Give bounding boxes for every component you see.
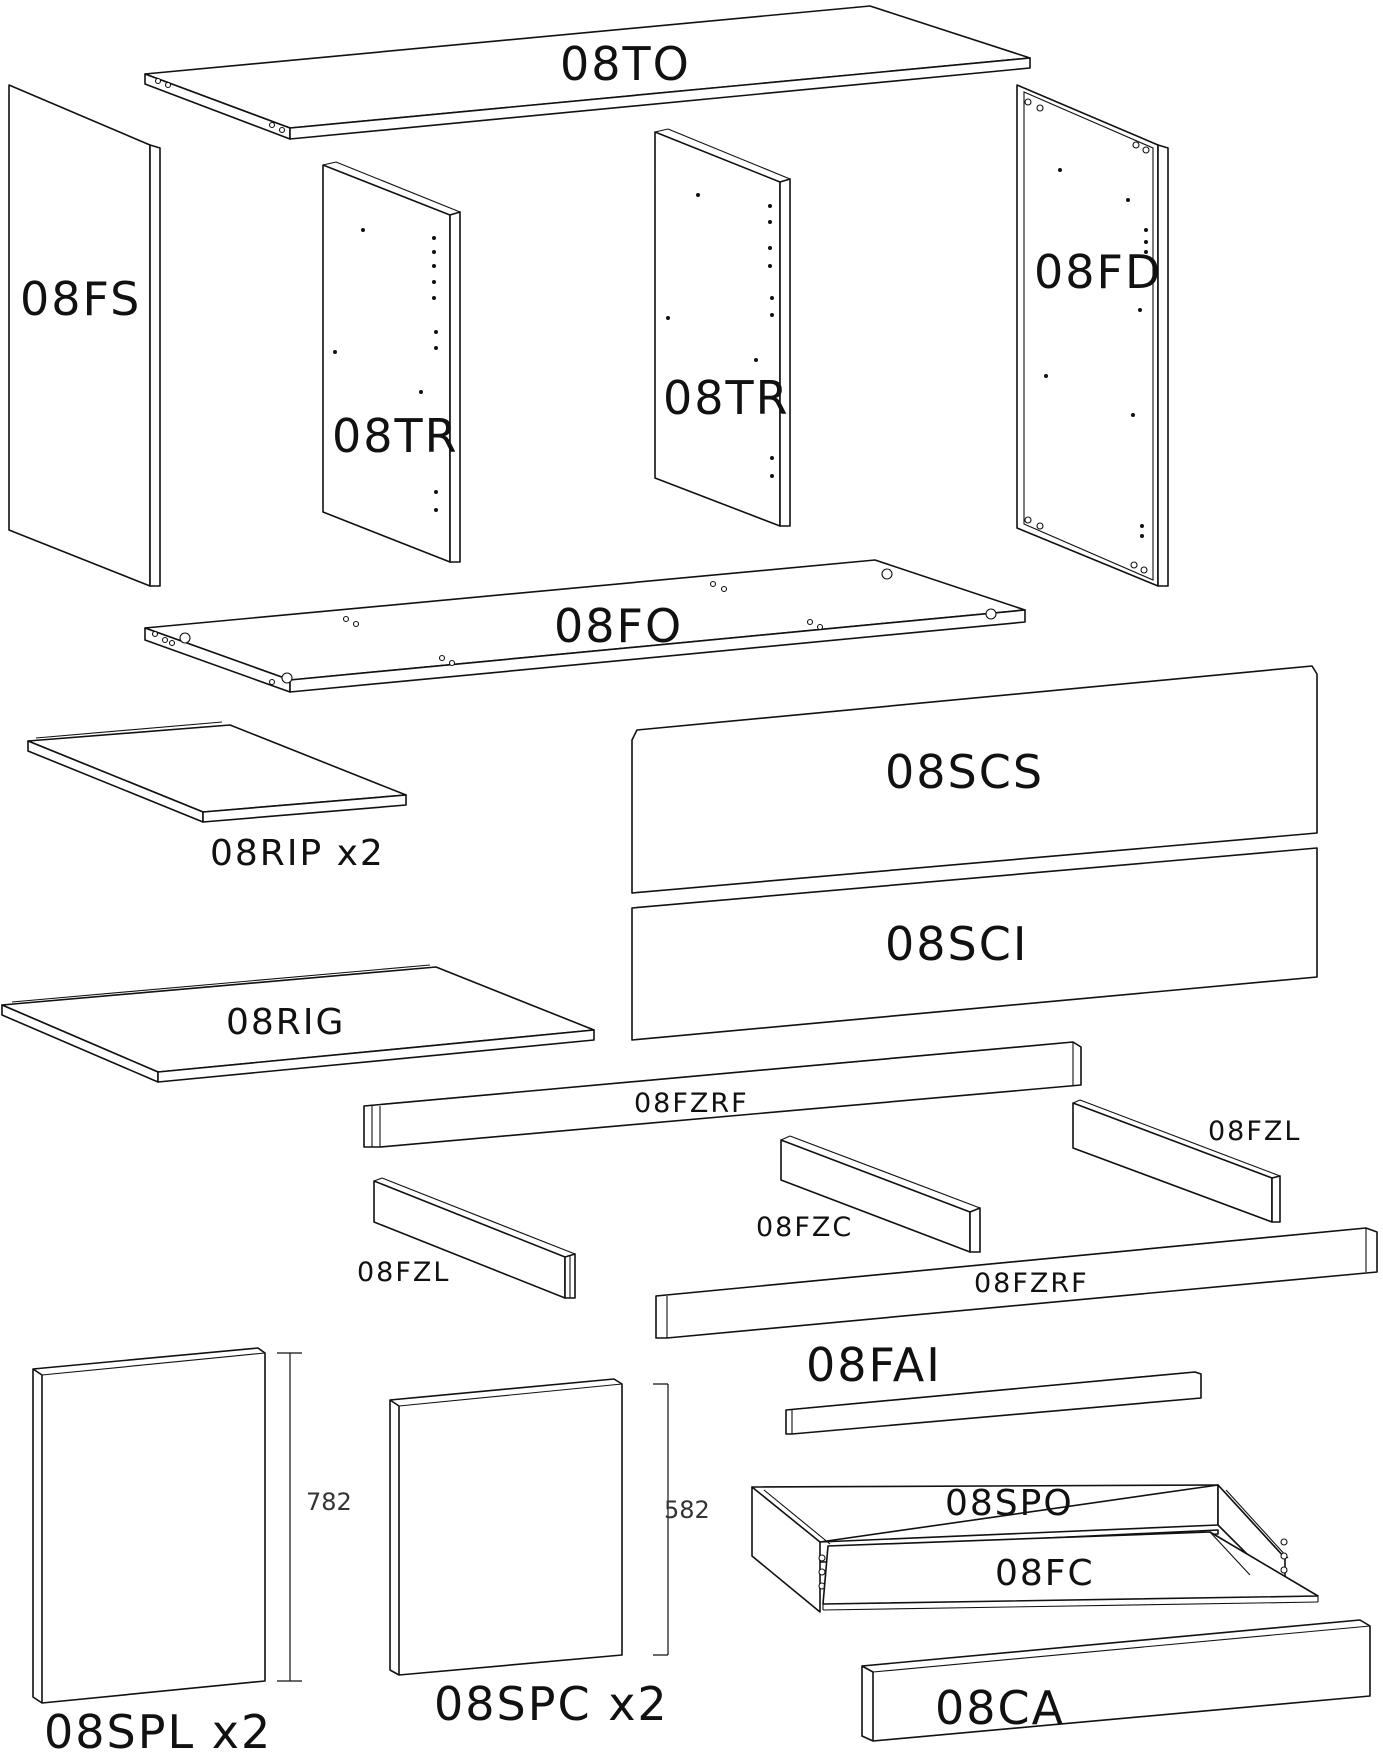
drawer-box-label: 08SPO	[945, 1483, 1074, 1524]
side-panel-right-label: 08FD	[1034, 245, 1162, 299]
back-panel-upper-label: 08SCS	[885, 745, 1044, 799]
door-small-height: 582	[664, 1496, 710, 1524]
door-large-height: 782	[306, 1488, 352, 1516]
front-strip: 08FAI	[785, 1338, 1202, 1435]
side-panel-left: 08FS	[8, 84, 161, 587]
door-small-label: 08SPC x2	[434, 1677, 669, 1731]
rail-side-left-label: 08FZL	[357, 1257, 450, 1288]
rail-side-right: 08FZL	[1072, 1099, 1301, 1223]
back-panel-lower: 08SCI	[631, 847, 1318, 1041]
shelf-large-label: 08RIG	[226, 1002, 345, 1043]
shelf-large: 08RIG	[1, 964, 595, 1083]
drawer-front-label: 08CA	[935, 1681, 1065, 1735]
door-large-label: 08SPL x2	[44, 1705, 272, 1753]
shelf-small-label: 08RIP x2	[210, 833, 385, 874]
shelf-small: 08RIP x2	[27, 721, 407, 874]
rail-back: 08FZRF	[363, 1041, 1082, 1148]
partition-right-label: 08TR	[663, 371, 790, 425]
rail-side-left: 08FZL	[357, 1177, 576, 1299]
rail-front-label: 08FZRF	[974, 1268, 1089, 1299]
partition-left-label: 08TR	[332, 409, 459, 463]
rail-center-label: 08FZC	[756, 1212, 853, 1243]
bottom-panel-label: 08FO	[554, 599, 683, 653]
rail-front: 08FZRF	[655, 1227, 1378, 1339]
top-panel-label: 08TO	[560, 37, 691, 91]
bottom-panel: 08FO	[144, 559, 1026, 693]
rail-back-label: 08FZRF	[634, 1088, 749, 1119]
partition-left: 08TR	[322, 161, 461, 563]
drawer-bottom: 08FC	[822, 1531, 1319, 1611]
rail-side-right-label: 08FZL	[1208, 1116, 1301, 1147]
door-large: 782 08SPL x2	[32, 1347, 352, 1753]
rail-center: 08FZC	[756, 1135, 981, 1253]
front-strip-label: 08FAI	[806, 1338, 942, 1392]
back-panel-upper: 08SCS	[631, 665, 1318, 894]
drawer-front: 08CA	[861, 1619, 1371, 1742]
side-panel-right: 08FD	[1016, 84, 1169, 587]
partition-right: 08TR	[654, 128, 791, 527]
door-small: 582 08SPC x2	[389, 1378, 710, 1731]
side-panel-left-label: 08FS	[20, 272, 141, 326]
drawer-bottom-label: 08FC	[995, 1553, 1095, 1594]
drawer-box: 08SPO	[751, 1483, 1289, 1613]
back-panel-lower-label: 08SCI	[885, 917, 1028, 971]
top-panel: 08TO	[144, 5, 1031, 140]
